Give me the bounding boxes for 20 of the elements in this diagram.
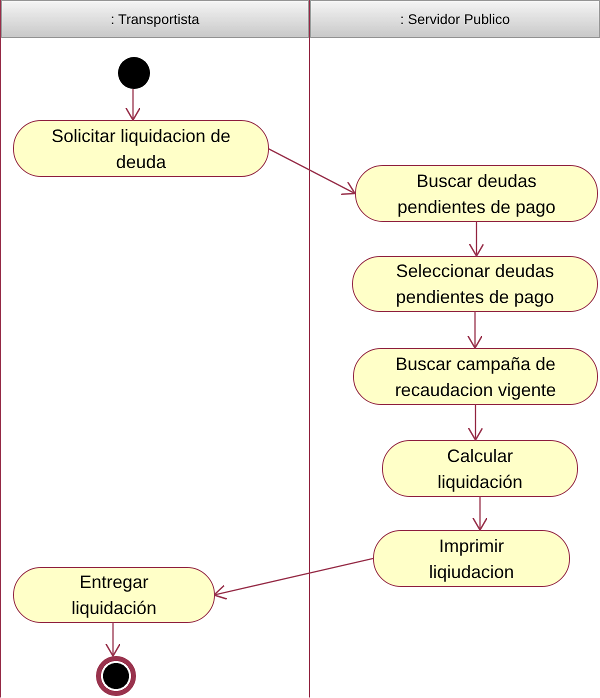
arrow — [105, 623, 121, 657]
action-label: Buscar deudas pendientes de pago — [396, 170, 557, 219]
arrow — [468, 222, 484, 257]
initial-node — [118, 57, 150, 89]
arrow — [268, 148, 356, 195]
lane-header: : Servidor Publico — [310, 0, 600, 38]
lane-header: : Transportista — [1, 0, 309, 38]
action-label: Entregar liquidación — [70, 571, 158, 620]
arrow — [468, 405, 484, 441]
action-label: Imprimir liqiudacion — [428, 534, 516, 584]
arrow — [472, 497, 488, 531]
arrow — [125, 89, 141, 121]
action-label: Calcular liquidación — [436, 444, 524, 494]
action-label: Buscar campaña de recaudacion vigente — [394, 352, 558, 402]
action-label: Seleccionar deudas pendientes de pago — [394, 260, 556, 309]
arrow — [467, 312, 483, 349]
swimlane — [0, 0, 310, 698]
final-node — [96, 656, 136, 696]
action-label: Solicitar liquidacion de deuda — [50, 124, 232, 174]
arrow — [213, 558, 374, 600]
